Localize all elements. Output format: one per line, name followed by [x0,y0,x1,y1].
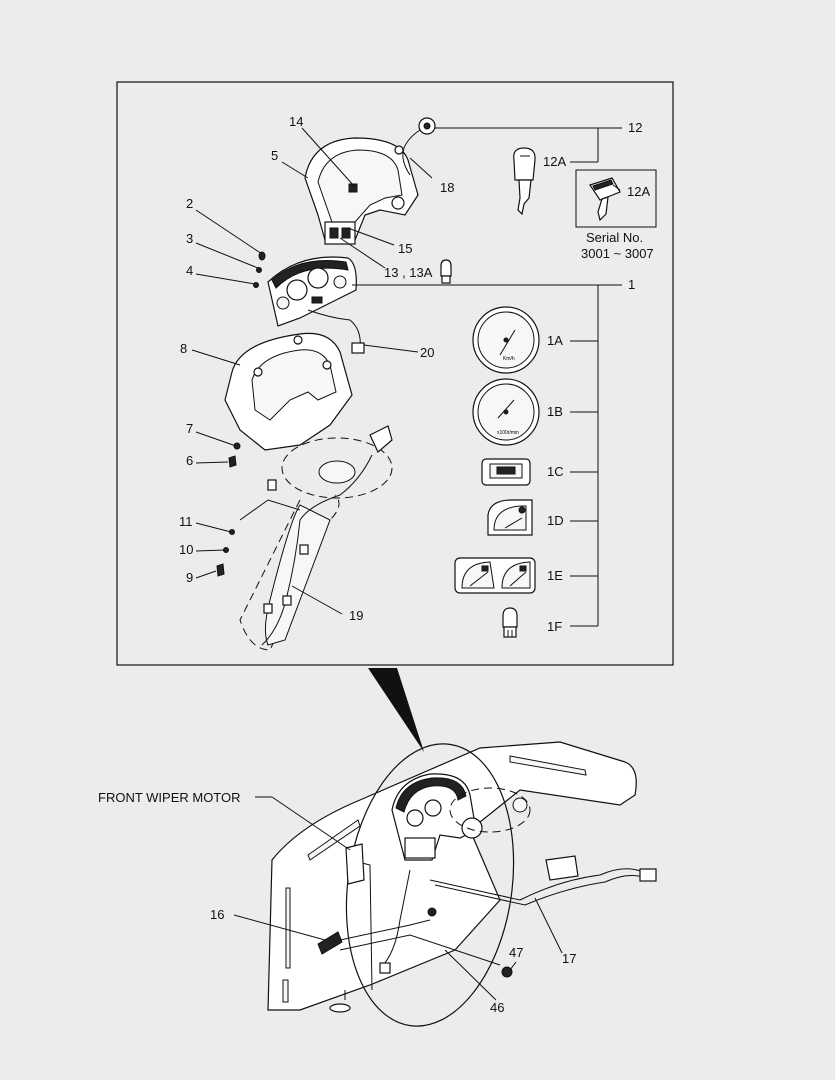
label-part-1b: 1B [547,404,563,419]
label-part-2: 2 [186,196,193,211]
hour-meter-part-1c [481,458,531,486]
detail-pointer-wedge [368,668,424,752]
rpm-unit-text: x100r/min [497,430,519,436]
label-part-46: 46 [490,1000,504,1015]
fasteners [216,251,266,577]
dashboard-overview [267,741,657,1027]
speed-unit-text: Km/h [503,356,515,362]
label-part-8: 8 [180,341,187,356]
label-part-15: 15 [398,241,412,256]
label-part-7: 7 [186,421,193,436]
label-part-1d: 1D [547,513,564,528]
key-part-12a-serial [589,177,621,222]
label-part-1f: 1F [547,619,562,634]
serial-number-inset-box [575,169,657,228]
label-part-19: 19 [349,608,363,623]
label-part-12a: 12A [543,154,566,169]
serial-number-title: Serial No. [586,230,643,245]
part-number-labels: 14 5 18 15 13 , 13A 2 3 4 8 20 7 6 11 10… [98,114,654,1015]
connector-part-20 [351,342,365,354]
label-part-3: 3 [186,231,193,246]
label-part-20: 20 [420,345,434,360]
label-part-12: 12 [628,120,642,135]
leader-lines-overview [233,796,563,1001]
label-part-1a: 1A [547,333,563,348]
label-part-17: 17 [562,951,576,966]
bulb-part-13a [440,259,452,284]
ignition-switch-part-18 [394,117,436,176]
bulb-part-1f [502,607,518,638]
label-part-18: 18 [440,180,454,195]
label-part-4: 4 [186,263,193,278]
label-front-wiper-motor: FRONT WIPER MOTOR [98,790,241,805]
label-part-1c: 1C [547,464,564,479]
steering-column-assembly [239,425,393,651]
label-part-9: 9 [186,570,193,585]
label-part-6: 6 [186,453,193,468]
key-part-12a [513,147,536,216]
dual-gauge-part-1e [454,557,536,594]
label-part-14: 14 [289,114,303,129]
label-part-1e: 1E [547,568,563,583]
label-part-1: 1 [628,277,635,292]
label-part-13: 13 , 13A [384,265,433,280]
label-part-10: 10 [179,542,193,557]
instrument-cluster-part-1 [267,256,357,327]
cluster-wire [307,309,361,349]
leader-lines-detail [191,127,622,627]
label-part-11: 11 [179,514,193,529]
label-part-5: 5 [271,148,278,163]
label-part-47: 47 [509,945,523,960]
speedometer-part-1a: Km/h [472,306,540,374]
gauge-part-1d [487,499,533,536]
label-part-12a-serial: 12A [627,184,650,199]
lower-cover-part-8 [224,332,353,451]
tachometer-part-1b: x100r/min [472,378,540,446]
label-part-16: 16 [210,907,224,922]
serial-number-range: 3001 ~ 3007 [581,246,654,261]
